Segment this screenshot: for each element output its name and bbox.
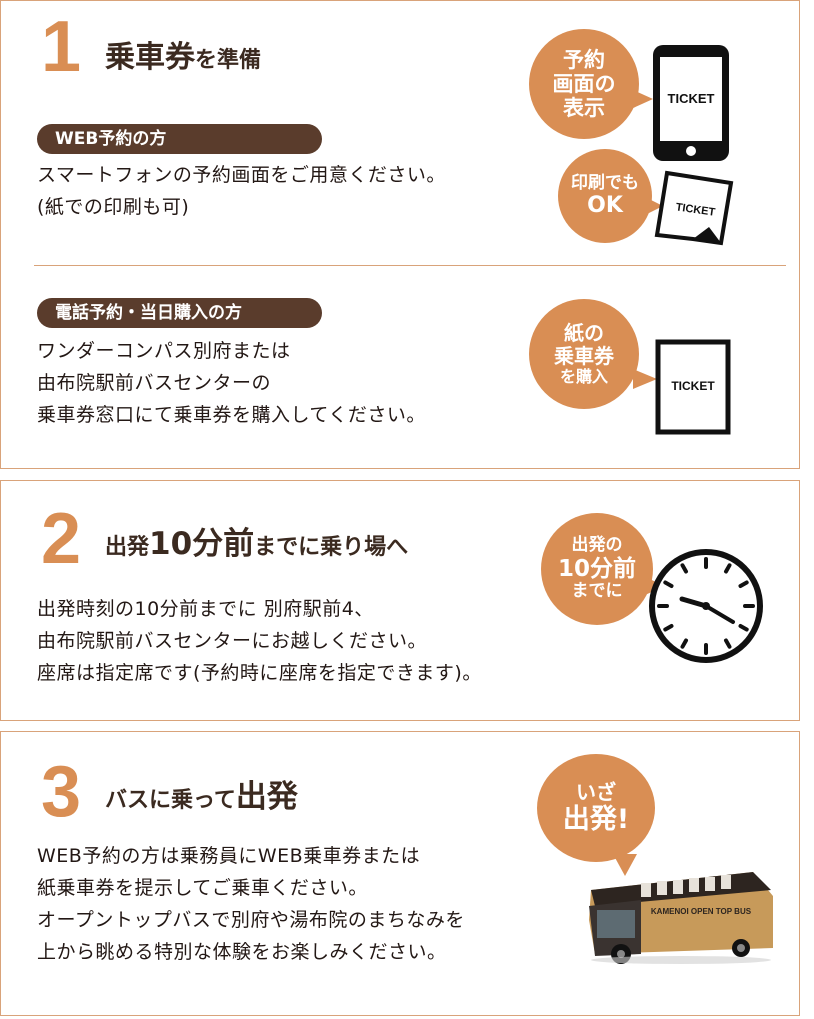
step2-line-2: 由布院駅前バスセンターにお越しください。 (37, 630, 428, 652)
phone-line-1: ワンダーコンパス別府または (37, 340, 291, 362)
step1-number: 1 (41, 7, 82, 87)
step2-line-1: 出発時刻の10分前までに 別府駅前4、 (37, 598, 374, 620)
buy-bubble-line-3: を購入 (559, 366, 608, 386)
paper-ticket-text: TICKET (675, 201, 716, 218)
ten-bubble-line-3: までに (571, 581, 623, 602)
step3-line-1: WEB予約の方は乗務員にWEB乗車券または (37, 845, 421, 867)
screen-bubble-line-3: 表示 (563, 96, 605, 121)
step3-panel: 3 バスに乗って出発 WEB予約の方は乗務員にWEB乗車券または 紙乗車券を提示… (0, 731, 800, 1016)
step1-title-rest: を準備 (195, 48, 262, 73)
buy-bubble-line-1: 紙の (564, 320, 604, 345)
step3-line-3: オープントップバスで別府や湯布院のまちなみを (37, 909, 465, 931)
print-bubble-line-1: 印刷でも (571, 172, 639, 193)
smartphone-icon: TICKET (653, 45, 729, 161)
go-bubble-line-2: 出発! (562, 803, 630, 835)
web-line-1: スマートフォンの予約画面をご用意ください。 (37, 164, 446, 186)
clock-icon (649, 549, 763, 663)
web-line-2: (紙での印刷も可) (37, 196, 190, 218)
phone-ticket-text: TICKET (668, 91, 715, 106)
screen-bubble-line-2: 画面の (552, 71, 616, 96)
screen-bubble-tail (631, 89, 653, 109)
ten-bubble-line-2: 10分前 (557, 555, 636, 582)
phone-line-2: 由布院駅前バスセンターの (37, 372, 272, 394)
ten-minutes-bubble: 出発の 10分前 までに (541, 513, 653, 625)
screen-bubble-line-1: 予約 (563, 47, 605, 72)
buy-paper-ticket-bubble: 紙の 乗車券 を購入 (529, 299, 639, 409)
bus-sign-text: KAMENOI OPEN TOP BUS (651, 907, 752, 916)
step1-title-main: 乗車券 (105, 40, 195, 75)
step3-line-4: 上から眺める特別な体験をお楽しみください。 (37, 941, 447, 963)
ticket-text: TICKET (671, 379, 715, 393)
step2-title-a: 出発 (105, 535, 150, 560)
web-instructions: スマートフォンの予約画面をご用意ください。 (紙での印刷も可) (37, 159, 446, 223)
step2-title-b: 10分前 (149, 526, 255, 562)
step2-number: 2 (41, 499, 82, 579)
step1-title: 乗車券を準備 (105, 43, 261, 73)
step3-title-a: バスに乗って (105, 788, 236, 813)
go-bubble-line-1: いざ (576, 779, 616, 804)
step2-line-3: 座席は指定席です(予約時に座席を指定できます)。 (37, 662, 482, 684)
screen-display-bubble: 予約 画面の 表示 (529, 29, 639, 139)
go-bubble-tail (613, 854, 637, 876)
web-reservation-pill: WEB予約の方 (37, 124, 322, 154)
step1-panel: 1 乗車券を準備 WEB予約の方 スマートフォンの予約画面をご用意ください。 (… (0, 0, 800, 469)
step2-panel: 2 出発10分前までに乗り場へ 出発時刻の10分前までに 別府駅前4、 由布院駅… (0, 480, 800, 721)
print-bubble-line-2: OK (587, 193, 623, 219)
print-ok-bubble: 印刷でも OK (558, 149, 652, 243)
step2-title: 出発10分前までに乗り場へ (105, 529, 408, 560)
print-bubble-tail (645, 197, 663, 215)
step3-instructions: WEB予約の方は乗務員にWEB乗車券または 紙乗車券を提示してご乗車ください。 … (37, 840, 465, 968)
open-top-bus-icon: KAMENOI OPEN TOP BUS (589, 872, 773, 964)
step2-instructions: 出発時刻の10分前までに 別府駅前4、 由布院駅前バスセンターにお越しください。… (37, 593, 482, 689)
step2-title-c: までに乗り場へ (254, 535, 409, 560)
step3-line-2: 紙乗車券を提示してご乗車ください。 (37, 877, 368, 899)
printed-ticket-icon: TICKET (654, 170, 734, 246)
buy-bubble-tail (633, 369, 657, 389)
section-divider (34, 265, 786, 266)
buy-bubble-line-2: 乗車券 (554, 343, 614, 368)
step3-title-b: 出発 (235, 779, 298, 815)
lets-go-bubble: いざ 出発! (537, 754, 655, 862)
paper-ticket-icon: TICKET (655, 339, 731, 435)
step3-title: バスに乗って出発 (105, 782, 298, 813)
phone-instructions: ワンダーコンパス別府または 由布院駅前バスセンターの 乗車券窓口にて乗車券を購入… (37, 335, 426, 431)
phone-reservation-pill: 電話予約・当日購入の方 (37, 298, 322, 328)
step3-number: 3 (41, 752, 82, 832)
ten-bubble-line-1: 出発の (571, 535, 623, 556)
phone-line-3: 乗車券窓口にて乗車券を購入してください。 (37, 404, 426, 426)
